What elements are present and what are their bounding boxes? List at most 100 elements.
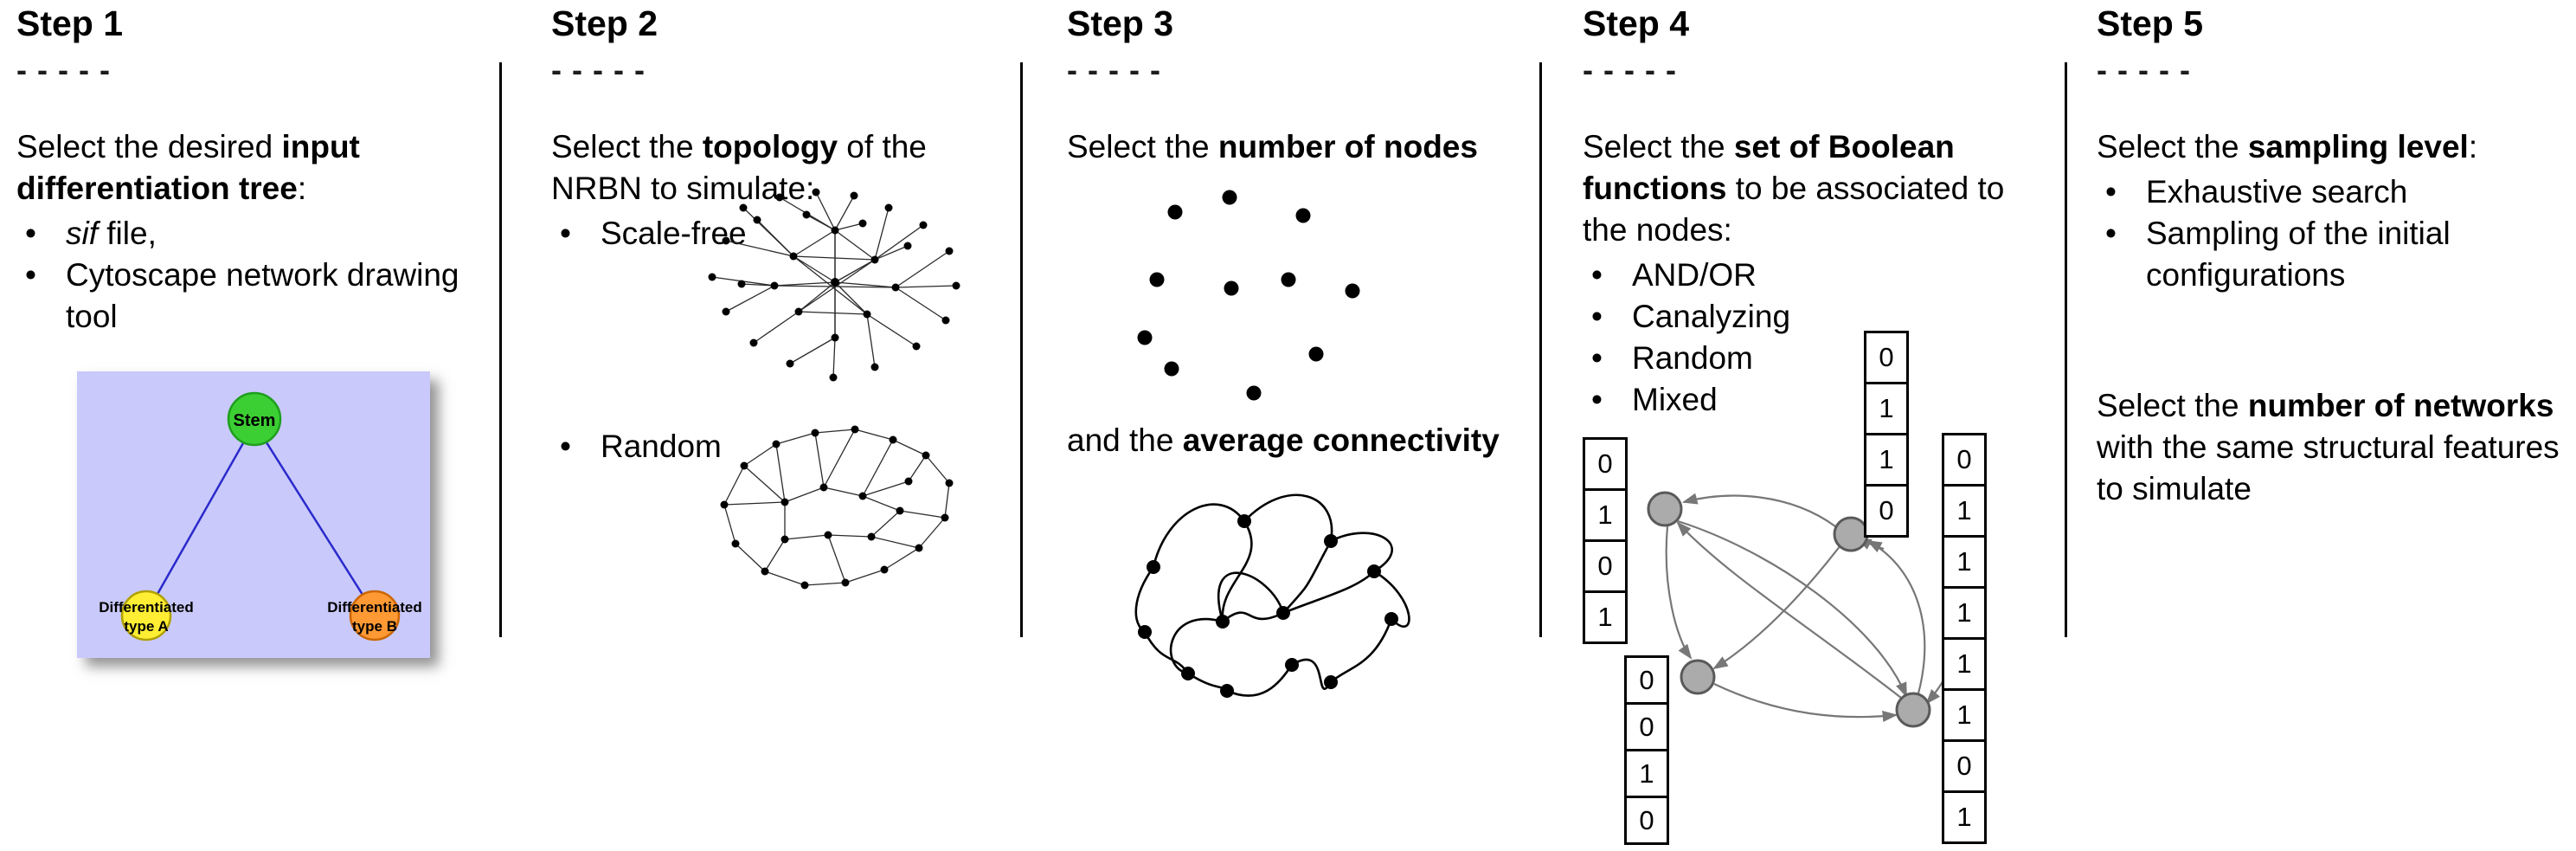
instruction-text: Select the — [1583, 129, 1734, 164]
bullet-text: Scale-free — [601, 216, 747, 251]
step-4-text: Select the set of Boolean functions to b… — [1583, 126, 2057, 421]
step-1-instruction: Select the desired input differentiation… — [16, 126, 491, 210]
bullet-canalyzing: Canalyzing — [1583, 296, 2057, 338]
table-cell: 1 — [1942, 688, 1987, 742]
random-edges — [723, 429, 950, 586]
table-cell: 1 — [1942, 484, 1987, 538]
column-divider-4 — [2065, 62, 2067, 637]
step-2-bullet-list-2: Random — [551, 426, 1005, 467]
bullet-mixed: Mixed — [1583, 379, 2057, 421]
type-a-label-line2: type A — [124, 618, 168, 635]
column-divider-1 — [499, 62, 502, 637]
step-3-dashed-separator: - - - - - — [1067, 52, 1161, 87]
step-1-title: Step 1 — [16, 3, 124, 43]
type-b-label-line2: type B — [352, 618, 397, 635]
bullet-text: Mixed — [1632, 382, 1718, 417]
step-3-text: Select the number of nodes — [1067, 126, 1534, 168]
bullet-italic: sif — [66, 216, 98, 251]
differentiation-tree-image: Stem Differentiated type A Differentiate… — [77, 371, 430, 658]
step-2-bullet-list: Scale-free — [551, 213, 1005, 255]
step-3-instruction-2: and the average connectivity — [1067, 420, 1534, 461]
step-3-title: Step 3 — [1067, 3, 1174, 43]
step-2-dashed-separator: - - - - - — [551, 52, 646, 87]
table-cell: 1 — [1624, 749, 1669, 798]
instruction-bold: number of networks — [2247, 388, 2554, 423]
bullet-cytoscape: Cytoscape network drawing tool — [16, 255, 491, 338]
instruction-text: to be associated to the nodes: — [1583, 171, 2005, 248]
boolean-network-nodes — [1647, 491, 1931, 728]
bullet-text: Exhaustive search — [2146, 174, 2408, 210]
scale-free-network-graphic — [708, 188, 960, 382]
instruction-bold: sampling level — [2247, 129, 2469, 164]
random-nodes — [720, 425, 954, 590]
instruction-text: : — [297, 171, 307, 206]
nodes-dots-graphic — [1137, 190, 1360, 401]
tree-edges — [145, 422, 376, 615]
step-4-instruction: Select the set of Boolean functions to b… — [1583, 126, 2057, 251]
boolean-table-left: 0 1 0 1 — [1583, 437, 1628, 644]
table-cell: 0 — [1624, 702, 1669, 751]
bullet-sampling-initial: Sampling of the initial configurations — [2097, 213, 2571, 296]
step-2-title: Step 2 — [551, 3, 658, 43]
type-a-node — [120, 590, 172, 641]
bullet-text: Sampling of the initial configurations — [2146, 216, 2451, 293]
boolean-network-graphic — [1647, 477, 1972, 728]
table-cell: 1 — [1583, 590, 1628, 644]
instruction-bold: average connectivity — [1182, 422, 1500, 458]
table-cell: 1 — [1942, 535, 1987, 589]
instruction-text: Select the — [551, 129, 703, 164]
bullet-text: Cytoscape network drawing tool — [66, 257, 459, 334]
step-5-dashed-separator: - - - - - — [2097, 52, 2191, 87]
type-b-node — [349, 590, 401, 641]
tangle-nodes — [1138, 514, 1398, 698]
instruction-text: Select the — [2097, 129, 2248, 164]
table-cell: 1 — [1864, 382, 1909, 435]
boolean-table-right: 0 1 1 1 1 1 0 1 — [1942, 433, 1987, 844]
bullet-exhaustive-search: Exhaustive search — [2097, 171, 2571, 213]
table-cell: 1 — [1942, 790, 1987, 844]
instruction-bold: input differentiation tree — [16, 129, 360, 206]
table-cell: 0 — [1942, 739, 1987, 793]
step-5-title: Step 5 — [2097, 3, 2204, 43]
bullet-text: Canalyzing — [1632, 299, 1791, 334]
table-cell: 0 — [1624, 655, 1669, 705]
bullet-and-or: AND/OR — [1583, 255, 2057, 296]
differentiation-tree-svg: Stem Differentiated type A Differentiate… — [77, 371, 430, 658]
instruction-text: of the NRBN to simulate: — [551, 129, 927, 206]
table-cell: 1 — [1864, 433, 1909, 487]
table-cell: 0 — [1624, 796, 1669, 845]
instruction-bold: number of nodes — [1217, 129, 1478, 164]
bullet-sif-file: sif file, — [16, 213, 491, 255]
bullet-random: Random — [551, 426, 1005, 467]
step-1-text: Select the desired input differentiation… — [16, 126, 491, 338]
step-3-instruction: Select the number of nodes — [1067, 126, 1534, 168]
table-cell: 0 — [1583, 539, 1628, 593]
boolean-table-top: 0 1 1 0 — [1864, 331, 1909, 538]
column-divider-2 — [1020, 62, 1023, 637]
table-cell: 0 — [1864, 484, 1909, 538]
bullet-scale-free: Scale-free — [551, 213, 1005, 255]
random-network-graphic — [720, 425, 954, 590]
step-5-text: Select the sampling level: Exhaustive se… — [2097, 126, 2571, 296]
bullet-random-functions: Random — [1583, 338, 2057, 379]
step-5-instruction: Select the sampling level: — [2097, 126, 2571, 168]
column-divider-3 — [1539, 62, 1542, 637]
stem-label: Stem — [234, 411, 276, 430]
table-cell: 1 — [1942, 586, 1987, 640]
step-2-instruction: Select the topology of the NRBN to simul… — [551, 126, 1005, 210]
step-5-instruction-2: Select the number of networks with the s… — [2097, 385, 2571, 510]
instruction-text: and the — [1067, 422, 1183, 458]
table-cell: 0 — [1942, 433, 1987, 487]
scatter-dots — [1137, 190, 1360, 401]
tangle-edges — [1134, 493, 1410, 697]
instruction-text: Select the — [1067, 129, 1218, 164]
instruction-text: Select the — [2097, 388, 2248, 423]
scale-free-nodes — [708, 188, 960, 382]
instruction-text: with the same structural features to sim… — [2097, 429, 2560, 506]
table-cell: 0 — [1583, 437, 1628, 491]
bullet-text: Random — [601, 429, 722, 464]
table-cell: 1 — [1583, 488, 1628, 542]
connectivity-tangle-graphic — [1134, 493, 1410, 698]
step-4-title: Step 4 — [1583, 3, 1690, 43]
